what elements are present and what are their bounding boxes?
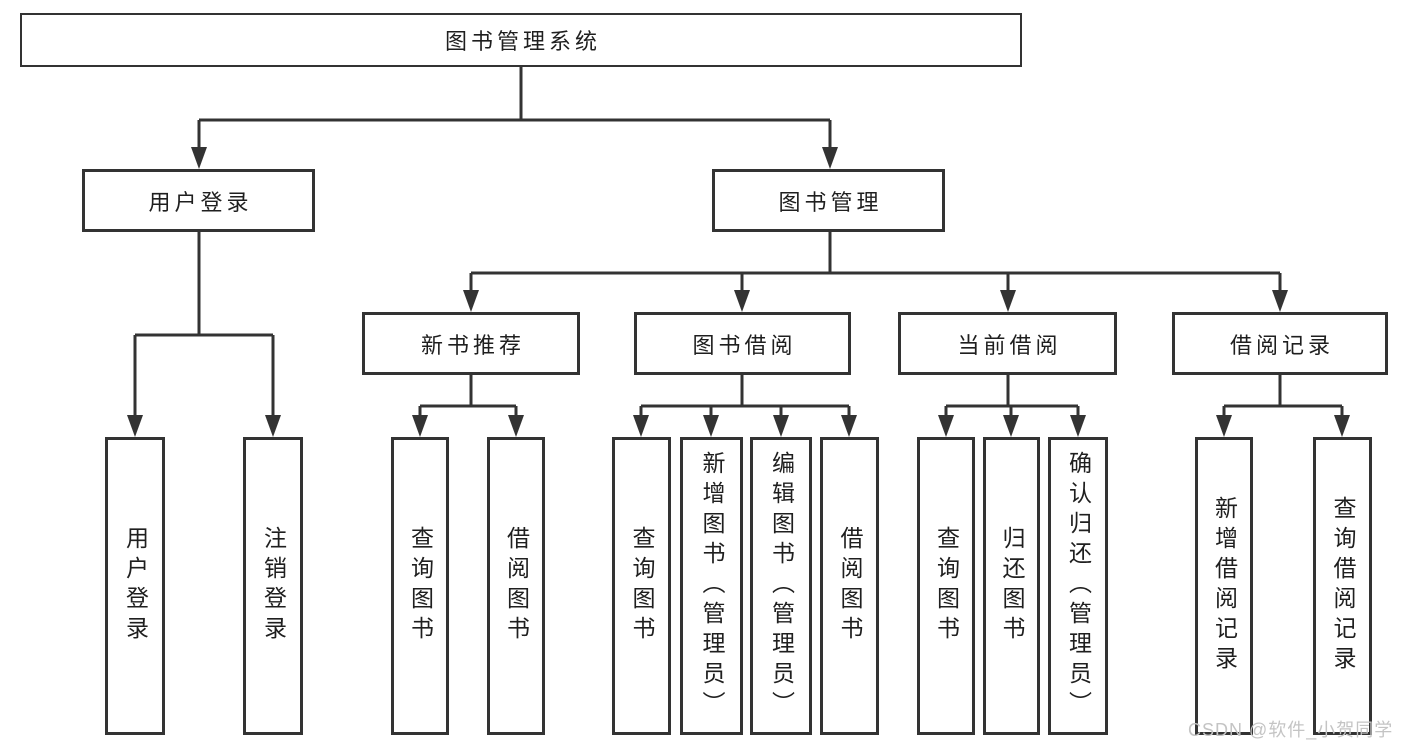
node-book-management: 图书管理 xyxy=(712,169,945,232)
leaf-logout: 注销登录 xyxy=(243,437,303,735)
arrowheads xyxy=(127,147,1350,437)
leaf-add-borrow-record: 新增借阅记录 xyxy=(1195,437,1253,735)
node-book-borrowing: 图书借阅 xyxy=(634,312,851,375)
node-current-borrowing: 当前借阅 xyxy=(898,312,1117,375)
leaf-query-books-current: 查询图书 xyxy=(917,437,975,735)
leaf-borrow-books-recommend: 借阅图书 xyxy=(487,437,545,735)
leaf-query-books-recommend: 查询图书 xyxy=(391,437,449,735)
leaf-edit-books-admin: 编辑图书（管理员） xyxy=(750,437,812,735)
node-borrowing-records: 借阅记录 xyxy=(1172,312,1388,375)
node-new-book-recommend: 新书推荐 xyxy=(362,312,580,375)
leaf-confirm-return-admin: 确认归还（管理员） xyxy=(1048,437,1108,735)
leaf-query-borrow-record: 查询借阅记录 xyxy=(1313,437,1372,735)
leaf-return-books: 归还图书 xyxy=(983,437,1040,735)
leaf-user-login: 用户登录 xyxy=(105,437,165,735)
csdn-watermark: CSDN @软件_小贺同学 xyxy=(1188,720,1394,740)
node-root-library-system: 图书管理系统 xyxy=(20,13,1022,67)
node-user-login: 用户登录 xyxy=(82,169,315,232)
leaf-borrow-books-borrowing: 借阅图书 xyxy=(820,437,879,735)
leaf-add-books-admin: 新增图书（管理员） xyxy=(680,437,743,735)
leaf-query-books-borrowing: 查询图书 xyxy=(612,437,671,735)
